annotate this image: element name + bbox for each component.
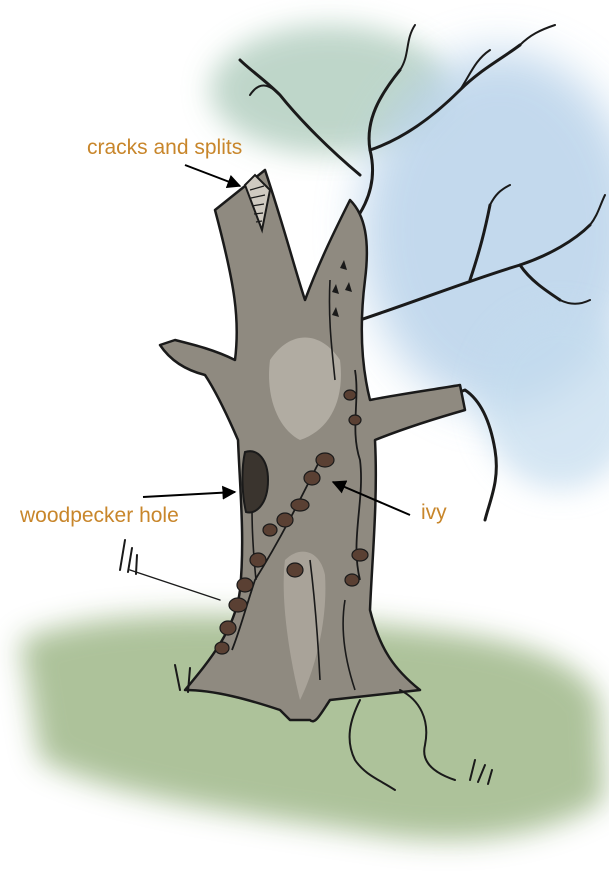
ivy-leaf xyxy=(304,471,320,485)
ivy-leaf xyxy=(344,390,356,400)
ivy-leaf xyxy=(345,574,359,586)
ivy-leaf xyxy=(250,553,266,567)
ivy-leaf xyxy=(237,578,253,592)
ivy-leaf xyxy=(220,621,236,635)
ivy-leaf xyxy=(287,563,303,577)
label-cracks-and-splits: cracks and splits xyxy=(87,137,242,158)
label-ivy: ivy xyxy=(421,502,447,523)
ivy-leaf xyxy=(263,524,277,536)
arrow-cracks xyxy=(185,165,240,186)
label-woodpecker-hole: woodpecker hole xyxy=(20,505,179,526)
ivy-leaf xyxy=(215,642,229,654)
ivy-leaf xyxy=(277,513,293,527)
ivy-leaf xyxy=(229,598,247,612)
arrow-woodpecker xyxy=(143,492,235,497)
ivy-leaf xyxy=(291,499,309,511)
ivy-leaf xyxy=(349,415,361,425)
ground-line xyxy=(130,570,220,600)
ivy-leaf xyxy=(316,453,334,467)
ivy-leaf xyxy=(352,549,368,561)
